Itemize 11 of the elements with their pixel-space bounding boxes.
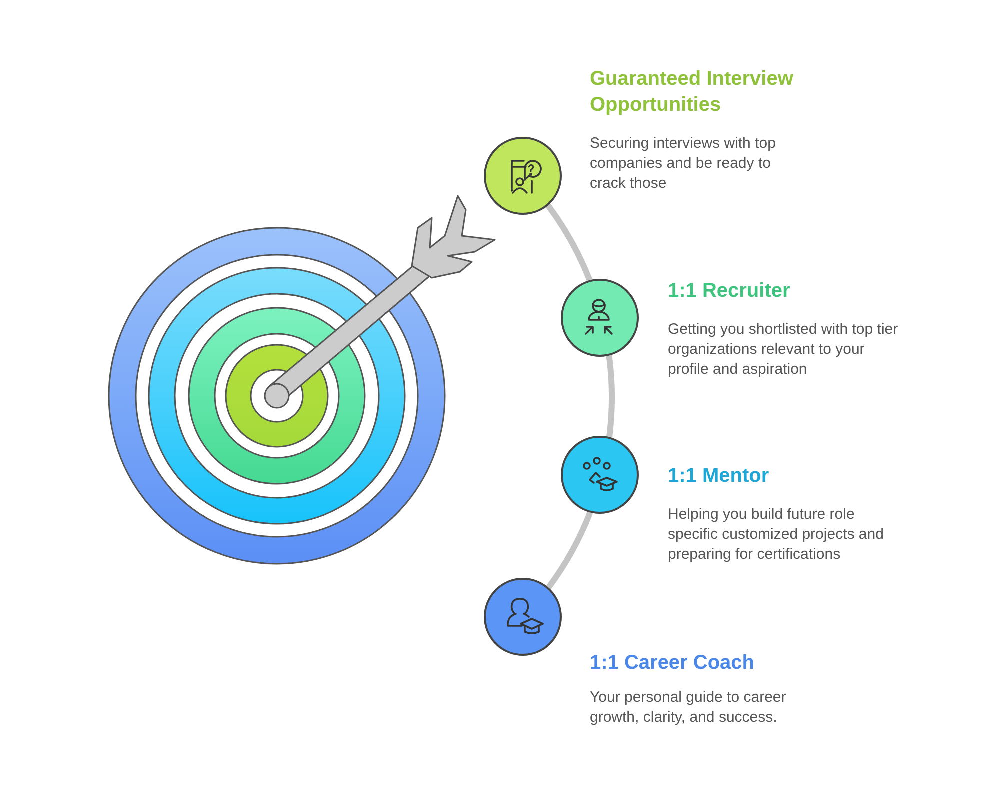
step-description: Helping you build future role specific customized projects and preparing for certifications [668, 505, 885, 565]
step-description: Securing interviews with top companies and be ready to crack those [590, 134, 777, 194]
step-heading: 1:1 Career Coach [590, 651, 756, 676]
step-description: Your personal guide to career growth, clarity, and success. [590, 688, 788, 728]
connector-line [546, 204, 593, 282]
connector-line [606, 356, 615, 438]
step-description: Getting you shortlisted with top tier organizations relevant to your profile and aspiration [668, 320, 900, 380]
connector-line [546, 512, 594, 590]
step-heading: 1:1 Mentor [668, 464, 770, 489]
step-heading: Guaranteed Interview Opportunities [590, 67, 794, 118]
step-heading: 1:1 Recruiter [668, 279, 792, 304]
